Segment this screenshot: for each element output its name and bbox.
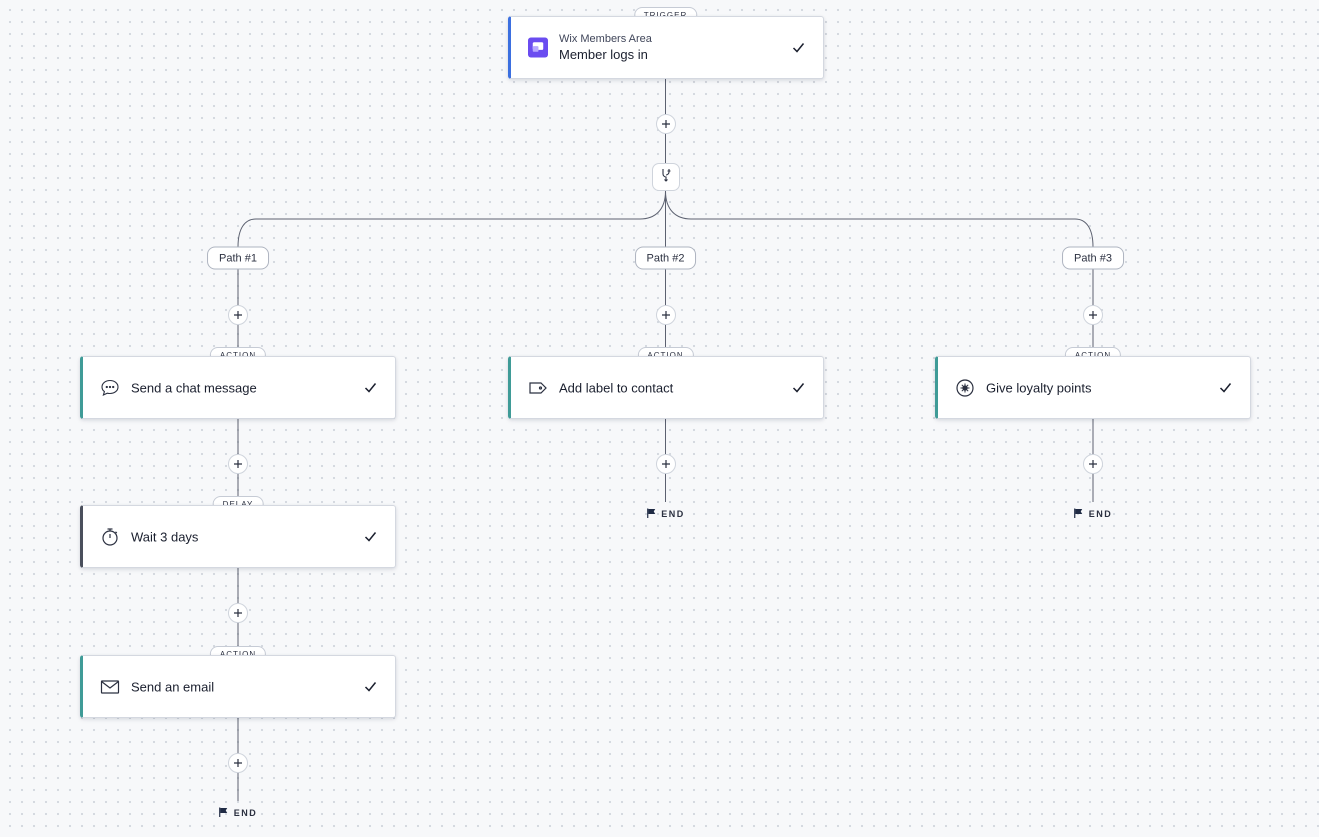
step-title: Send a chat message — [131, 380, 257, 395]
checkmark-icon — [1218, 381, 1232, 395]
stopwatch-icon — [100, 527, 120, 547]
wait-delay-card[interactable]: Wait 3 days — [80, 505, 396, 568]
path-2-pill[interactable]: Path #2 — [634, 246, 697, 270]
add-step-button[interactable] — [228, 603, 248, 623]
end-label: END — [661, 509, 685, 519]
branch-connector-path-1 — [237, 190, 666, 248]
step-title: Wait 3 days — [131, 529, 199, 544]
step-title: Add label to contact — [559, 380, 674, 395]
checkmark-icon — [363, 680, 377, 694]
add-label-card[interactable]: Add label to contact — [508, 356, 824, 419]
loyalty-star-icon — [955, 378, 975, 398]
add-step-button[interactable] — [655, 305, 676, 325]
flag-icon — [219, 807, 234, 819]
path-3-pill[interactable]: Path #3 — [1062, 246, 1124, 270]
members-area-app-icon — [528, 37, 548, 58]
step-title: Give loyalty points — [986, 380, 1092, 395]
branch-connector-path-3 — [665, 190, 1094, 248]
trigger-title: Member logs in — [559, 47, 648, 62]
send-chat-message-card[interactable]: Send a chat message — [80, 356, 396, 419]
add-step-button[interactable] — [228, 305, 248, 325]
envelope-icon — [100, 677, 120, 697]
end-label: END — [233, 808, 258, 818]
path-3-end-marker: END — [1074, 508, 1113, 520]
add-step-button[interactable] — [1083, 305, 1103, 325]
step-title: Send an email — [131, 679, 215, 694]
checkmark-icon — [791, 381, 805, 395]
trigger-app-name: Wix Members Area — [559, 33, 652, 45]
path-1-end-marker: END — [219, 807, 258, 819]
send-email-card[interactable]: Send an email — [80, 655, 396, 718]
add-step-button[interactable] — [228, 753, 248, 773]
give-loyalty-points-card[interactable]: Give loyalty points — [935, 356, 1251, 419]
label-tag-icon — [528, 378, 548, 398]
end-label: END — [1088, 509, 1113, 519]
path-1-pill[interactable]: Path #1 — [207, 246, 269, 270]
split-branch-icon — [659, 168, 673, 187]
flag-icon — [646, 508, 661, 520]
split-paths-button[interactable] — [651, 163, 680, 191]
add-step-button[interactable] — [655, 454, 676, 474]
checkmark-icon — [363, 530, 377, 544]
add-step-button[interactable] — [655, 114, 676, 134]
add-step-button[interactable] — [1083, 454, 1103, 474]
flag-icon — [1074, 508, 1089, 520]
trigger-card[interactable]: Wix Members Area Member logs in — [508, 16, 824, 79]
path-2-end-marker: END — [646, 508, 685, 520]
checkmark-icon — [363, 381, 377, 395]
add-step-button[interactable] — [228, 454, 248, 474]
chat-bubble-icon — [100, 378, 120, 398]
checkmark-icon — [791, 41, 805, 55]
